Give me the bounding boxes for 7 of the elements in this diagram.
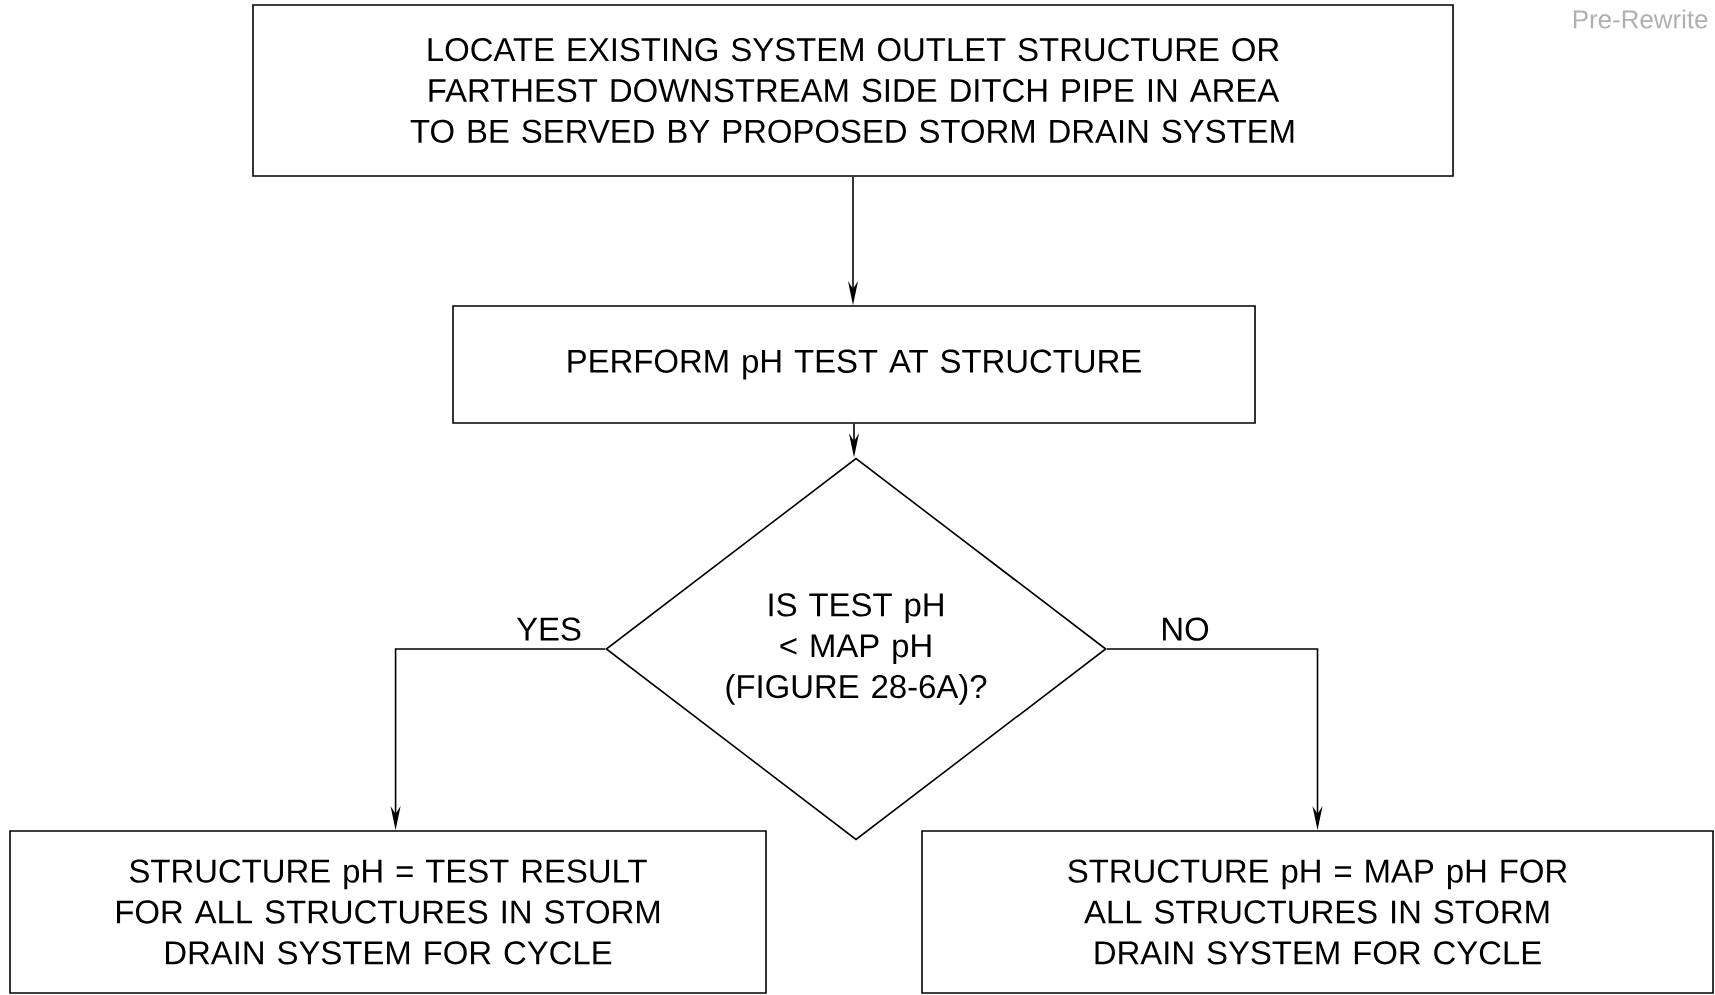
process-box: PERFORM pH TEST AT STRUCTURE [452,305,1256,424]
process-box: LOCATE EXISTING SYSTEM OUTLET STRUCTURE OR FARTHEST DOWNSTREAM SIDE DITCH PIPE IN AREA TO BE SERVED BY PROPOSED STORM DRAIN SYSTEM [252,4,1454,177]
stamp-text: Pre-Rewrite [1573,9,1708,29]
edge-label: YES [514,615,584,643]
process-box: STRUCTURE pH = TEST RESULT FOR ALL STRUCTURES IN STORM DRAIN SYSTEM FOR CYCLE [9,830,767,994]
edge-label: NO [1158,615,1212,643]
process-box: STRUCTURE pH = MAP pH FOR ALL STRUCTURES IN STORM DRAIN SYSTEM FOR CYCLE [921,830,1714,994]
